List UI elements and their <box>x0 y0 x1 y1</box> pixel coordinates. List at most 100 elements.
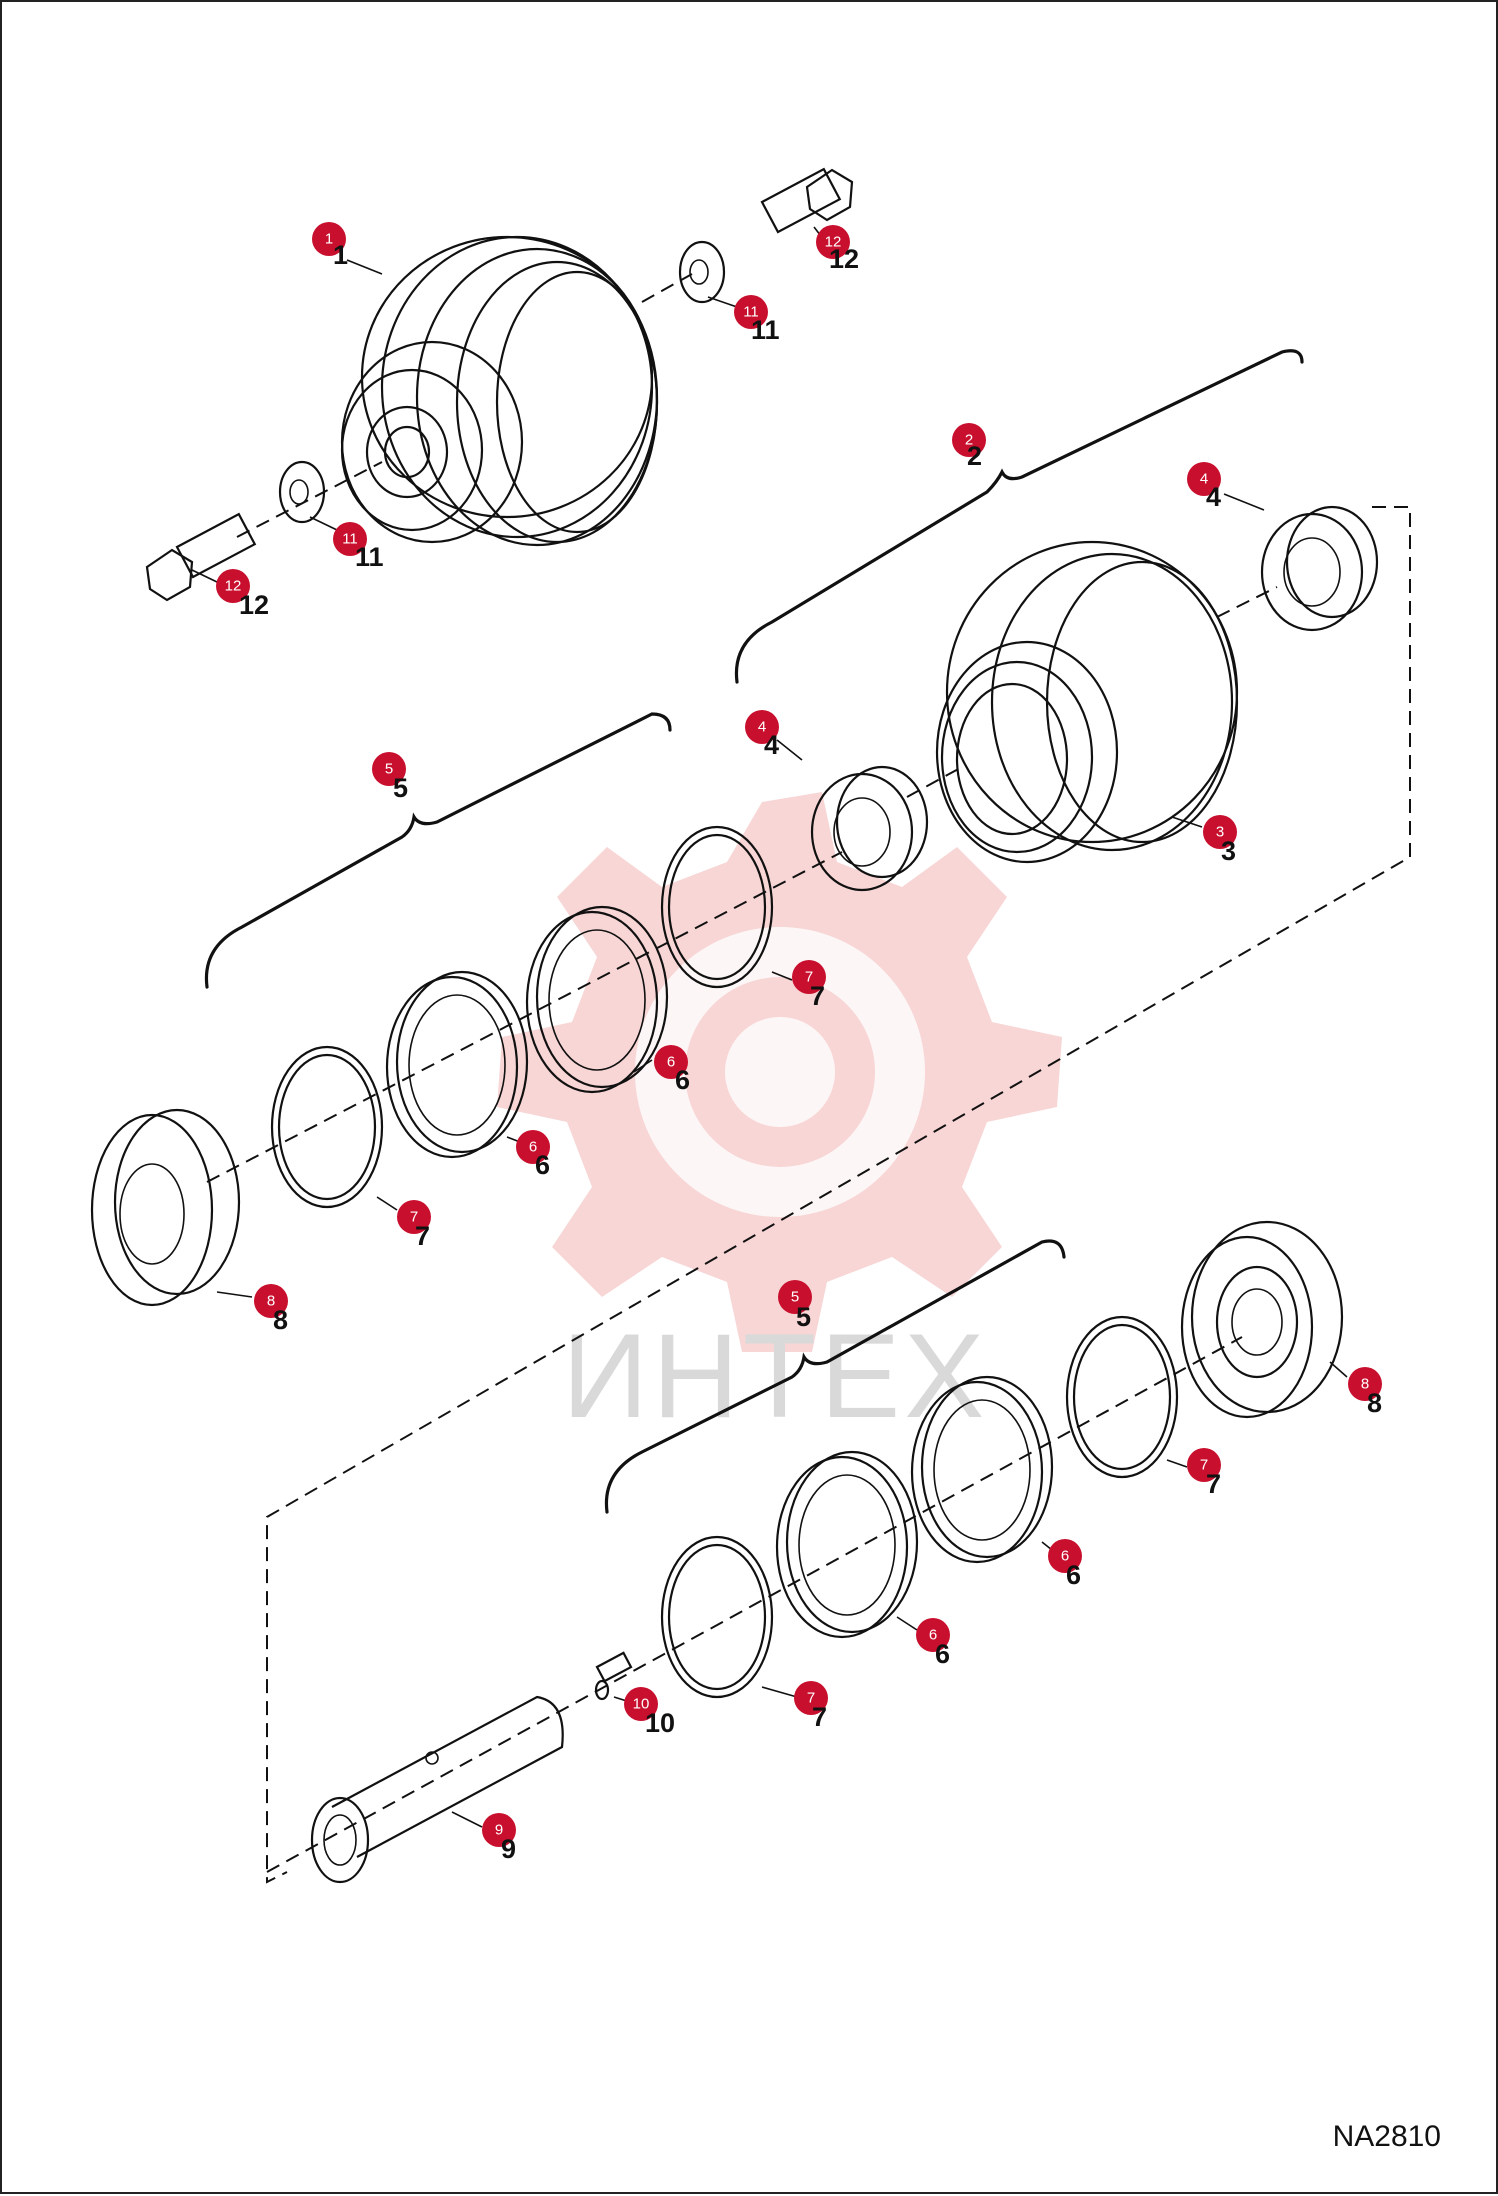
seal-upper-a <box>525 905 669 1094</box>
watermark-text: ИНТЕХ <box>562 1309 988 1443</box>
callout-5-upper: 5 <box>372 752 406 786</box>
svg-text:7: 7 <box>1200 1457 1208 1474</box>
axis-line-group5-upper <box>206 851 843 1183</box>
callout-8-upper: 8 <box>254 1284 288 1318</box>
svg-text:4: 4 <box>1200 471 1208 488</box>
callout-11-right: 11 <box>734 295 768 329</box>
collar-right <box>1260 505 1379 632</box>
svg-text:7: 7 <box>415 1221 430 1251</box>
svg-text:11: 11 <box>743 304 759 321</box>
svg-text:1: 1 <box>333 240 348 270</box>
brace-group-2 <box>734 349 1304 684</box>
svg-text:7: 7 <box>805 969 813 986</box>
callout-8-lower: 8 <box>1348 1367 1382 1401</box>
end-cap-upper <box>90 1108 241 1307</box>
brace-group-5-lower <box>604 1239 1066 1514</box>
svg-text:6: 6 <box>667 1054 675 1071</box>
seal-upper-b <box>385 970 529 1159</box>
svg-text:2: 2 <box>965 432 973 449</box>
svg-text:4: 4 <box>1206 482 1221 512</box>
svg-text:10: 10 <box>633 1696 650 1713</box>
svg-text:6: 6 <box>929 1627 937 1644</box>
ring-upper-a <box>660 825 774 989</box>
svg-text:7: 7 <box>812 1702 827 1732</box>
svg-text:6: 6 <box>935 1639 950 1669</box>
callout-4-left: 4 <box>745 710 779 744</box>
svg-text:5: 5 <box>393 773 408 803</box>
svg-text:5: 5 <box>385 761 393 778</box>
callout-6-lower-a: 6 <box>1048 1539 1082 1573</box>
svg-text:7: 7 <box>810 981 825 1011</box>
callout-9: 9 <box>482 1813 516 1847</box>
svg-text:9: 9 <box>495 1822 503 1839</box>
svg-text:11: 11 <box>355 542 384 572</box>
svg-text:1: 1 <box>325 231 333 248</box>
svg-text:8: 8 <box>273 1305 288 1335</box>
svg-text:8: 8 <box>1367 1388 1382 1418</box>
callout-6-upper-b: 6 <box>516 1130 550 1164</box>
brace-group-5-upper <box>204 712 672 989</box>
svg-text:3: 3 <box>1221 836 1236 866</box>
svg-text:9: 9 <box>501 1834 516 1864</box>
svg-text:12: 12 <box>829 244 859 274</box>
svg-text:7: 7 <box>807 1690 815 1707</box>
pin <box>594 1651 633 1701</box>
callout-1: 1 <box>312 222 346 256</box>
svg-text:6: 6 <box>1061 1548 1069 1565</box>
seal-lower-b <box>775 1450 919 1639</box>
svg-text:8: 8 <box>1361 1376 1369 1393</box>
axis-line-group2b <box>906 766 963 798</box>
callout-5-lower: 5 <box>778 1280 812 1314</box>
roller-wheel-assembly <box>340 235 659 547</box>
axis-line-group2 <box>1216 586 1278 618</box>
callout-12-left: 12 <box>216 569 250 603</box>
axis-line-group5-lower <box>266 1336 1243 1873</box>
svg-text:4: 4 <box>758 719 766 736</box>
roller-shell <box>935 540 1239 864</box>
callout-7-upper-a: 7 <box>792 960 826 994</box>
svg-text:6: 6 <box>529 1139 537 1156</box>
end-cap-lower <box>1180 1220 1344 1419</box>
callout-6-upper-a: 6 <box>654 1045 688 1079</box>
svg-text:6: 6 <box>1066 1560 1081 1590</box>
callout-6-lower-b: 6 <box>916 1618 950 1652</box>
ring-lower-b <box>660 1535 774 1699</box>
callout-7-lower-b: 7 <box>794 1681 828 1715</box>
bolt-left <box>145 512 257 602</box>
ring-lower-a <box>1065 1315 1179 1479</box>
assembly-dashed-outline <box>266 506 1411 1884</box>
callout-12-right: 12 <box>816 225 850 259</box>
svg-text:11: 11 <box>342 531 358 548</box>
svg-text:6: 6 <box>675 1065 690 1095</box>
callout-4-right: 4 <box>1187 462 1221 496</box>
bolt-right <box>760 167 854 234</box>
callout-7-upper-b: 7 <box>397 1200 431 1234</box>
svg-text:10: 10 <box>645 1708 675 1738</box>
svg-text:4: 4 <box>764 730 779 760</box>
svg-text:7: 7 <box>1206 1469 1221 1499</box>
part-numbers: 1 12 11 11 12 2 4 4 3 5 7 6 6 7 8 5 8 7 … <box>239 240 1382 1864</box>
shaft <box>310 1695 564 1884</box>
axis-line-top-right <box>641 273 693 303</box>
callout-7-lower-a: 7 <box>1187 1448 1221 1482</box>
drawing-number: NA2810 <box>1332 2120 1441 2153</box>
washer-right <box>678 240 726 304</box>
svg-text:6: 6 <box>535 1150 550 1180</box>
axis-line-top-left <box>236 461 383 538</box>
svg-text:11: 11 <box>751 315 780 345</box>
svg-text:7: 7 <box>410 1209 418 1226</box>
svg-text:8: 8 <box>267 1293 275 1310</box>
watermark-gear-logo <box>497 792 1062 1352</box>
callout-2: 2 <box>952 423 986 457</box>
svg-text:12: 12 <box>825 234 842 251</box>
svg-text:3: 3 <box>1216 824 1224 841</box>
svg-text:12: 12 <box>225 578 242 595</box>
ring-upper-b <box>270 1045 384 1209</box>
svg-text:5: 5 <box>791 1289 799 1306</box>
washer-left <box>278 460 326 524</box>
collar-left <box>810 765 929 892</box>
seal-lower-a <box>910 1375 1054 1564</box>
svg-text:12: 12 <box>239 590 269 620</box>
